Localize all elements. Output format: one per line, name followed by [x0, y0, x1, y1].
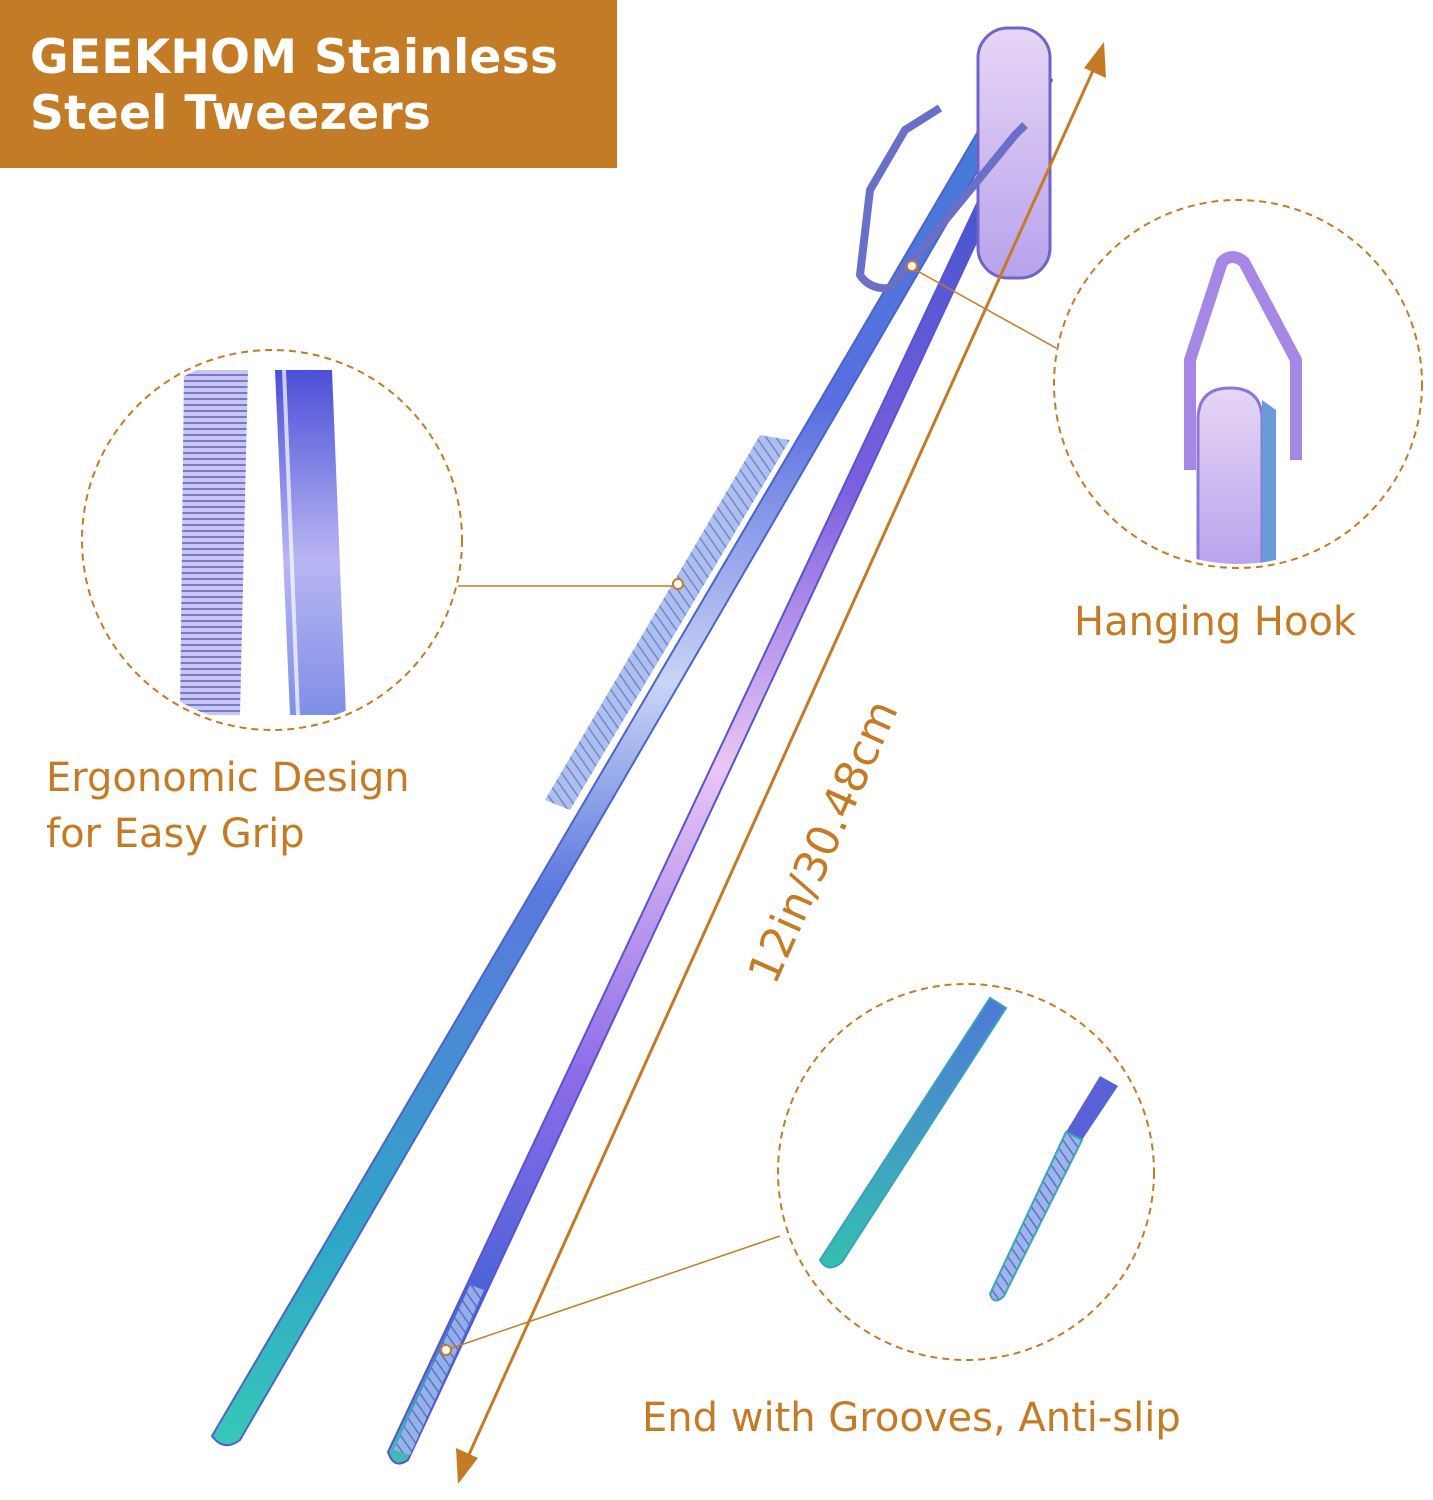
tweezers [210, 26, 1054, 1465]
title-line-1: GEEKHOM Stainless [30, 30, 559, 85]
tweezer-arm-right [386, 68, 1054, 1465]
tip-marker-dot [440, 1344, 452, 1356]
hook-marker-dot [906, 260, 918, 272]
zoom-circle-hook [1053, 199, 1423, 569]
tweezer-head [976, 26, 1052, 280]
tweezer-arm-left [210, 58, 1038, 1447]
leader-hook [911, 267, 1057, 349]
hanging-hook [856, 104, 1028, 293]
zoom-circle-tip [777, 983, 1155, 1361]
leader-tip [445, 1235, 781, 1351]
hook-label: Hanging Hook [1074, 599, 1357, 645]
tip-label: End with Grooves, Anti-slip [642, 1395, 1181, 1441]
tip-grooves [394, 1285, 484, 1455]
dimension-arrow [456, 42, 1106, 1484]
grip-label-line-1: Ergonomic Design [46, 755, 410, 801]
title-banner: GEEKHOM Stainless Steel Tweezers [0, 0, 617, 168]
title-line-2: Steel Tweezers [30, 86, 432, 141]
leader-lines [445, 267, 1057, 1351]
grip-grooves [545, 435, 790, 810]
zoom-circle-grip [81, 349, 463, 731]
grip-marker-dot [672, 578, 684, 590]
grip-label-line-2: for Easy Grip [46, 811, 305, 857]
